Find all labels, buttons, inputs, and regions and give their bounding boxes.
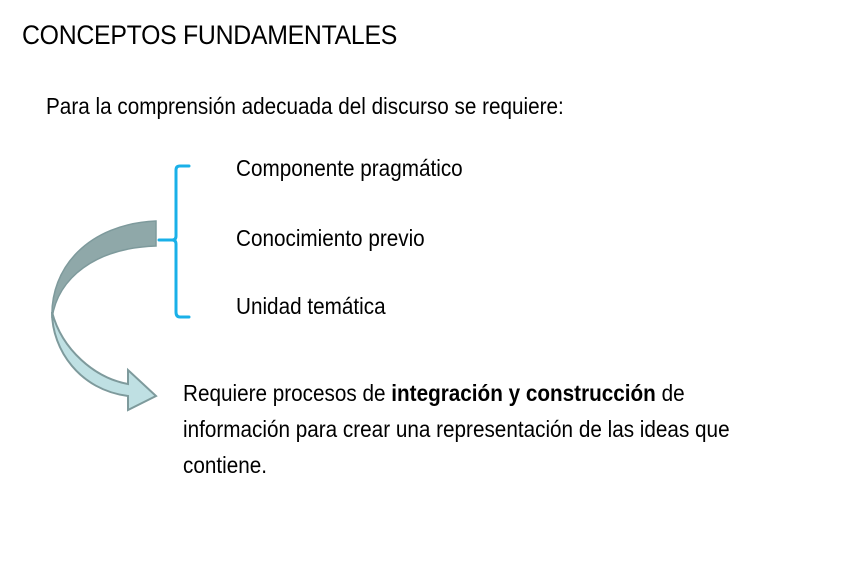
- bracket-icon: [157, 164, 191, 319]
- conclusion-bold: integración y construcción: [391, 380, 656, 406]
- component-item: Unidad temática: [236, 293, 386, 319]
- arrow-lower-band: [51, 311, 158, 412]
- slide-title: CONCEPTOS FUNDAMENTALES: [22, 20, 398, 50]
- arrow-upper-band: [51, 220, 157, 319]
- conclusion-after: de información para crear una representa…: [183, 380, 730, 478]
- curved-arrow-icon: [51, 220, 158, 412]
- component-item: Conocimiento previo: [236, 225, 425, 251]
- intro-text: Para la comprensión adecuada del discurs…: [46, 93, 564, 119]
- component-item: Componente pragmático: [236, 155, 463, 181]
- conclusion-text: Requiere procesos de integración y const…: [183, 375, 759, 483]
- conclusion-before: Requiere procesos de: [183, 380, 392, 406]
